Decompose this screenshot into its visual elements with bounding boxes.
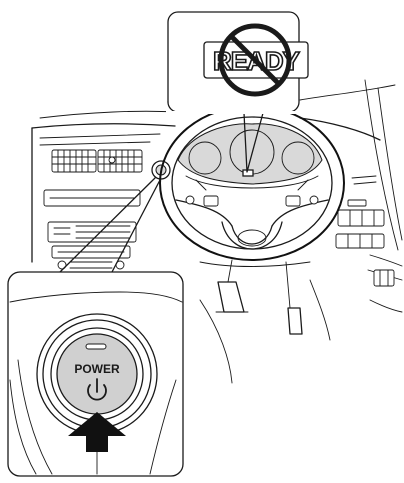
left-air-vent [52,150,142,172]
pedals [200,260,330,383]
center-console [44,190,140,269]
power-button-label: POWER [74,362,120,376]
door-panel [368,255,402,312]
power-indicator-lamp [86,344,106,349]
